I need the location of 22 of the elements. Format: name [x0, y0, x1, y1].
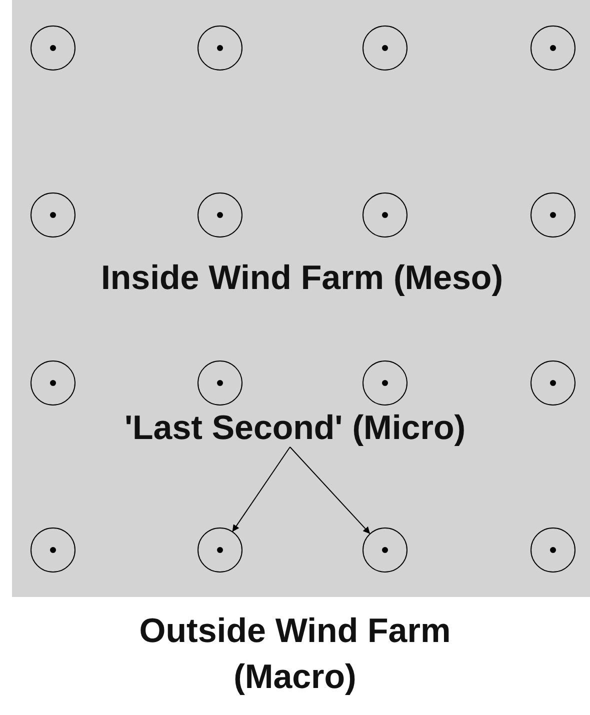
- turbine-icon: [30, 192, 76, 238]
- turbine-icon: [530, 527, 576, 573]
- turbine-icon: [30, 25, 76, 71]
- turbine-icon: [362, 360, 408, 406]
- zone-label: Outside Wind Farm (Macro): [138, 611, 452, 698]
- zone-label: 'Last Second' (Micro): [35, 405, 555, 451]
- turbine-icon: [197, 360, 243, 406]
- wind-farm-area: [12, 0, 590, 597]
- turbine-icon: [530, 360, 576, 406]
- arrow: [290, 446, 371, 534]
- arrow: [232, 446, 290, 532]
- turbine-icon: [362, 25, 408, 71]
- turbine-icon: [197, 25, 243, 71]
- turbine-icon: [197, 527, 243, 573]
- turbine-icon: [197, 192, 243, 238]
- turbine-icon: [362, 527, 408, 573]
- turbine-icon: [530, 192, 576, 238]
- turbine-icon: [30, 527, 76, 573]
- zone-label: Inside Wind Farm (Meso): [100, 258, 504, 299]
- turbine-icon: [362, 192, 408, 238]
- turbine-icon: [530, 25, 576, 71]
- turbine-icon: [30, 360, 76, 406]
